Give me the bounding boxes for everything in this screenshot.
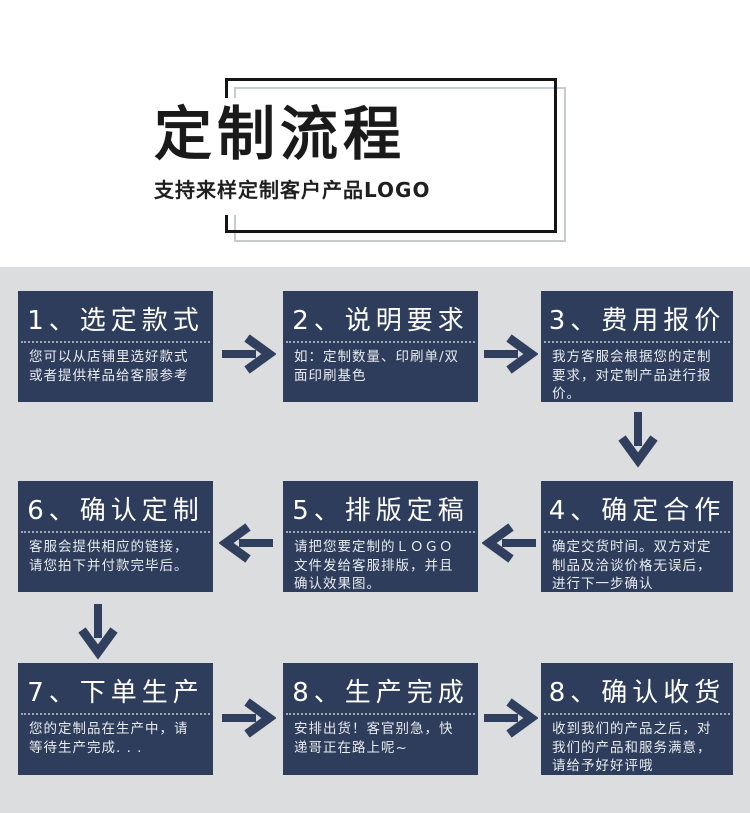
process-flow-section: 1、选定款式 您可以从店铺里选好款式或者提供样品给客服参考 2、说明要求 如：定… xyxy=(0,267,750,813)
dotted-divider xyxy=(544,531,730,533)
header-section: 定制流程 支持来样定制客户产品LOGO xyxy=(0,0,750,267)
step-title: 5、排版定稿 xyxy=(292,496,469,526)
step-title: 6、确认定制 xyxy=(27,496,204,526)
dotted-divider xyxy=(21,341,210,343)
page-subtitle: 支持来样定制客户产品LOGO xyxy=(154,177,431,202)
step-box-1: 1、选定款式 您可以从店铺里选好款式或者提供样品给客服参考 xyxy=(18,291,213,402)
step-box-2: 2、说明要求 如：定制数量、印刷单/双面印刷基色 xyxy=(283,291,478,402)
arrow-right-icon xyxy=(222,698,276,738)
step-description: 收到我们的产品之后，对我们的产品和服务满意，请给予好好评哦 xyxy=(552,721,712,774)
step-description: 客服会提供相应的链接，请您拍下并付款完毕后。 xyxy=(29,539,189,574)
step-title: 7、下单生产 xyxy=(27,678,204,708)
step-title: 8、生产完成 xyxy=(292,678,469,708)
step-description: 安排出货！客官别急，快递哥正在路上呢~ xyxy=(294,721,454,756)
step-description: 您的定制品在生产中，请等待生产完成. . . xyxy=(29,721,189,756)
dotted-divider xyxy=(21,713,210,715)
title-block: 定制流程 支持来样定制客户产品LOGO xyxy=(146,98,441,215)
arrow-down-icon xyxy=(78,604,118,660)
step-box-7: 7、下单生产 您的定制品在生产中，请等待生产完成. . . xyxy=(18,663,213,775)
step-title: 3、费用报价 xyxy=(548,306,726,336)
step-box-4: 4、确定合作 确定交货时间。双方对定制品及洽谈价格无误后，进行下一步确认 xyxy=(541,481,733,592)
step-description: 我方客服会根据您的定制要求，对定制产品进行报价。 xyxy=(552,349,712,402)
step-box-6: 6、确认定制 客服会提供相应的链接，请您拍下并付款完毕后。 xyxy=(18,481,213,592)
page-title: 定制流程 xyxy=(154,100,407,168)
arrow-left-icon xyxy=(219,523,273,563)
step-title: 1、选定款式 xyxy=(27,306,204,336)
step-title: 8、确认收货 xyxy=(548,678,726,708)
dotted-divider xyxy=(544,713,730,715)
step-box-8: 8、生产完成 安排出货！客官别急，快递哥正在路上呢~ xyxy=(283,663,478,775)
arrow-left-icon xyxy=(482,523,536,563)
dotted-divider xyxy=(544,341,730,343)
step-description: 确定交货时间。双方对定制品及洽谈价格无误后，进行下一步确认 xyxy=(552,539,712,592)
step-title: 2、说明要求 xyxy=(292,306,469,336)
step-description: 您可以从店铺里选好款式或者提供样品给客服参考 xyxy=(29,349,189,384)
step-description: 如：定制数量、印刷单/双面印刷基色 xyxy=(294,349,460,384)
dotted-divider xyxy=(21,531,210,533)
dotted-divider xyxy=(286,341,475,343)
step-box-9: 8、确认收货 收到我们的产品之后，对我们的产品和服务满意，请给予好好评哦 xyxy=(541,663,733,775)
step-box-3: 3、费用报价 我方客服会根据您的定制要求，对定制产品进行报价。 xyxy=(541,291,733,402)
step-title: 4、确定合作 xyxy=(548,496,726,526)
arrow-right-icon xyxy=(222,334,276,374)
arrow-right-icon xyxy=(484,334,538,374)
dotted-divider xyxy=(286,713,475,715)
arrow-down-icon xyxy=(618,412,658,468)
step-box-5: 5、排版定稿 请把您要定制的ＬＯＧＯ文件发给客服排版，并且确认效果图。 xyxy=(283,481,478,592)
arrow-right-icon xyxy=(484,698,538,738)
step-description: 请把您要定制的ＬＯＧＯ文件发给客服排版，并且确认效果图。 xyxy=(294,539,454,592)
dotted-divider xyxy=(286,531,475,533)
